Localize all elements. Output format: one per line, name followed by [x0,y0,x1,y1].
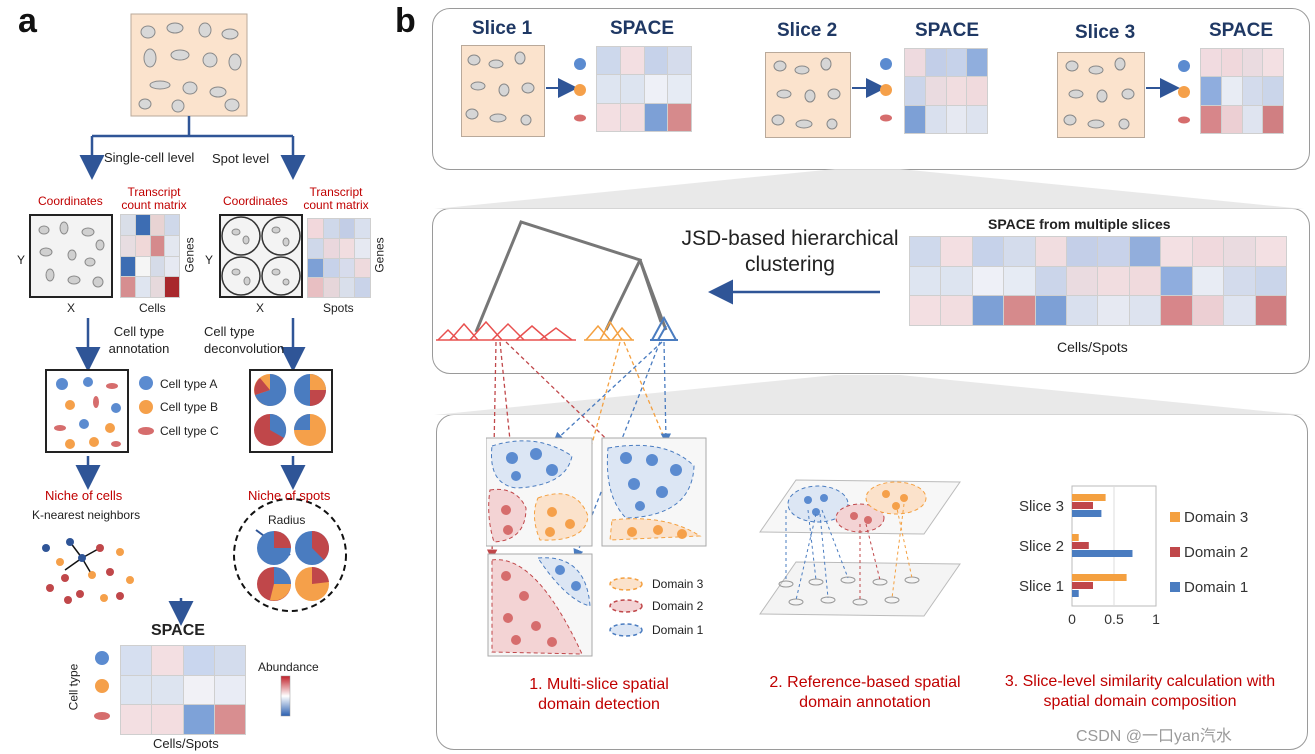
x-tick-label: 0.5 [1104,611,1124,627]
niche-of-spots-label: Niche of spots [248,488,331,503]
legend-swatch [1170,512,1180,522]
panel-a-diagram [29,13,347,720]
abundance-label: Abundance [258,660,319,674]
legend-domain2-small: Domain 2 [652,599,704,613]
space1-heatmap [596,46,692,132]
bar [1072,582,1093,589]
category-label: Slice 3 [1019,498,1064,515]
axis-y-left: Y [17,253,26,267]
cell-count-matrix [120,214,180,298]
space2-title: SPACE [915,20,980,41]
transcript-left-label: Transcript count matrix [121,185,187,212]
transcript-right-label: Transcript count matrix [303,185,369,212]
slice2-title: Slice 2 [777,20,838,41]
genes-label-left: Genes [182,237,197,273]
niche-spot-pies [257,531,329,601]
spots-label: Spots [323,301,354,315]
space-multi-heatmap [909,236,1287,326]
domain-legend-swatches [609,577,643,637]
space3-heatmap [1200,48,1284,134]
axis-y-right: Y [205,253,214,267]
cell-type-b-label: Cell type B [160,400,219,414]
genes-label-right: Genes [372,237,387,273]
space-title-a: SPACE [151,622,205,639]
slice1-title: Slice 1 [472,18,533,39]
watermark: CSDN @一口yan汽水 [1076,728,1232,745]
bar [1072,494,1106,501]
legend-swatch [1170,582,1180,592]
legend-label: Domain 1 [1184,579,1248,596]
slice-cells [465,51,1190,130]
x-tick-label: 0 [1068,611,1076,627]
space3-title: SPACE [1209,20,1274,41]
knn-label: K-nearest neighbors [32,508,141,522]
step1-title: 1. Multi-slice spatial domain detection [529,676,669,713]
category-label: Slice 2 [1019,538,1064,555]
bar [1072,534,1079,541]
reference-annotation [759,479,961,617]
dendrogram [436,220,880,341]
panel-a-letter: a [18,2,37,40]
axis-x-right: X [256,301,265,315]
slice3-title: Slice 3 [1075,22,1136,43]
cell-type-annotation-label: Cell type annotation [108,324,170,356]
step2-title: 2. Reference-based spatial domain annota… [769,674,961,711]
coordinates-left-label: Coordinates [38,194,103,208]
legend-domain1-small: Domain 1 [652,623,704,637]
panel-connectors [434,169,1304,415]
cell-type-deconvolution-label: Cell type deconvolution [204,324,285,356]
space-multi-title: SPACE from multiple slices [988,216,1171,232]
jsd-label: JSD-based hierarchical clustering [681,227,899,276]
deconvolution-pies [254,373,326,446]
category-label: Slice 1 [1019,578,1064,595]
axis-x-left: X [67,301,76,315]
space2-heatmap [904,48,988,134]
radius-label: Radius [268,513,306,527]
bar [1072,550,1133,557]
cells-spots-label-a: Cells/Spots [153,736,219,751]
x-tick-label: 1 [1152,611,1160,627]
legend-label: Domain 3 [1184,509,1248,526]
niche-of-cells-label: Niche of cells [45,488,123,503]
legend-domain3-small: Domain 3 [652,577,704,591]
spot-count-matrix [307,218,371,298]
cells-spots-label-b: Cells/Spots [1057,339,1128,355]
multi-slice-domains [486,437,707,657]
bar [1072,574,1127,581]
coordinates-right-label: Coordinates [223,194,288,208]
bar [1072,502,1093,509]
legend-swatch [1170,547,1180,557]
spot-level-label: Spot level [212,151,270,166]
cell-type-a-label: Cell type A [160,377,218,391]
bar [1072,590,1079,597]
single-cell-level-label: Single-cell level [104,150,195,165]
cells-label: Cells [139,301,166,315]
space1-title: SPACE [610,18,675,39]
space-heatmap-a [120,645,246,735]
panel-b-letter: b [395,2,416,40]
cell-type-axis-label: Cell type [66,663,81,711]
cell-type-c-label: Cell type C [160,424,219,438]
similarity-bar-chart: 0 0.5 1 Slice 3 Slice 2 Slice 1 Domain 3 Domain… [1019,485,1248,627]
bar [1072,510,1102,517]
legend-label: Domain 2 [1184,544,1248,561]
step3-title: 3. Slice-level similarity calculation wi… [1004,673,1276,710]
bar [1072,542,1089,549]
